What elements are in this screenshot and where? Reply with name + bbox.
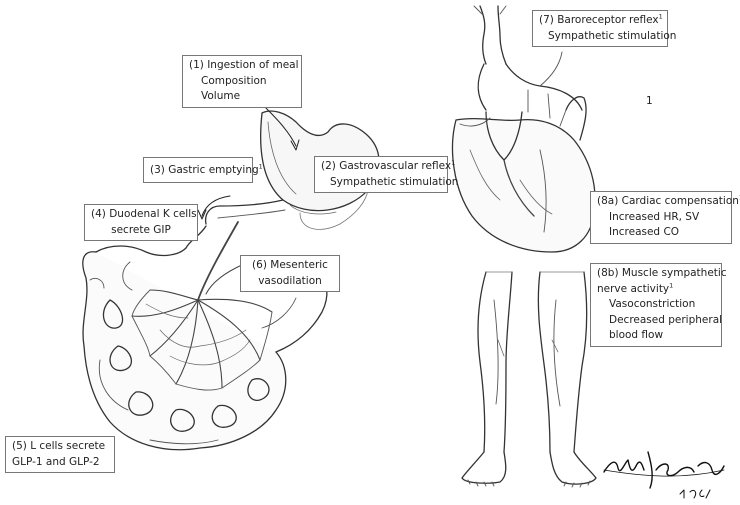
ingestion-title: (1) Ingestion of meal: [189, 59, 299, 71]
ingestion-item-composition: Composition: [201, 74, 267, 87]
label-l-cells: (5) L cells secrete GLP-1 and GLP-2: [5, 436, 115, 473]
artist-signature: [603, 451, 725, 499]
label-mesenteric-vasodilation: (6) Mesenteric vasodilation: [240, 255, 340, 292]
label-muscle-sympathetic: (8b) Muscle sympathetic nerve activity1 …: [590, 263, 727, 347]
duodenal-line-2: secrete GIP: [111, 223, 171, 236]
intestine-drawing: [82, 225, 328, 451]
muscle-item-blood-flow: blood flow: [609, 329, 664, 341]
label-gastric-emptying: (3) Gastric emptying1: [143, 157, 263, 183]
label-ingestion: (1) Ingestion of meal Composition Volume: [182, 55, 302, 108]
gastric-emptying-title: (3) Gastric emptying1: [150, 162, 263, 176]
gastrovascular-title: (2) Gastrovascular reflex1: [321, 158, 456, 172]
cardiac-item-co: Increased CO: [609, 226, 680, 238]
l-cells-line-1: (5) L cells secrete: [12, 440, 106, 452]
muscle-line-1: (8b) Muscle sympathetic: [597, 267, 727, 279]
legs-drawing: [461, 271, 597, 488]
ingestion-item-volume: Volume: [201, 90, 241, 102]
cardiac-title: (8a) Cardiac compensation1: [597, 194, 740, 207]
l-cells-line-2: GLP-1 and GLP-2: [12, 455, 100, 468]
muscle-item-vasoconstriction: Vasoconstriction: [609, 298, 696, 310]
mesenteric-vessels: [131, 221, 273, 391]
mesenteric-line-1: (6) Mesenteric: [252, 259, 328, 271]
label-duodenal-k-cells: (4) Duodenal K cells secrete GIP: [84, 204, 198, 241]
stray-footnote: 1: [646, 95, 653, 107]
mesenteric-line-2: vasodilation: [258, 274, 322, 287]
label-baroreceptor-reflex: (7) Baroreceptor reflex1 Sympathetic sti…: [532, 10, 677, 47]
duodenal-line-1: (4) Duodenal K cells: [91, 208, 197, 220]
baroreceptor-title: (7) Baroreceptor reflex1: [539, 12, 663, 26]
heart-drawing: [451, 96, 596, 253]
gastrovascular-item: Sympathetic stimulation: [330, 175, 459, 188]
cardiac-item-hr-sv: Increased HR, SV: [609, 210, 700, 223]
muscle-item-decreased: Decreased peripheral: [609, 313, 723, 326]
baroreceptor-item: Sympathetic stimulation: [548, 29, 677, 42]
muscle-line-2: nerve activity1: [597, 281, 674, 295]
label-cardiac-compensation: (8a) Cardiac compensation1 Increased HR,…: [590, 191, 740, 244]
label-gastrovascular-reflex: (2) Gastrovascular reflex1 Sympathetic s…: [314, 156, 459, 193]
